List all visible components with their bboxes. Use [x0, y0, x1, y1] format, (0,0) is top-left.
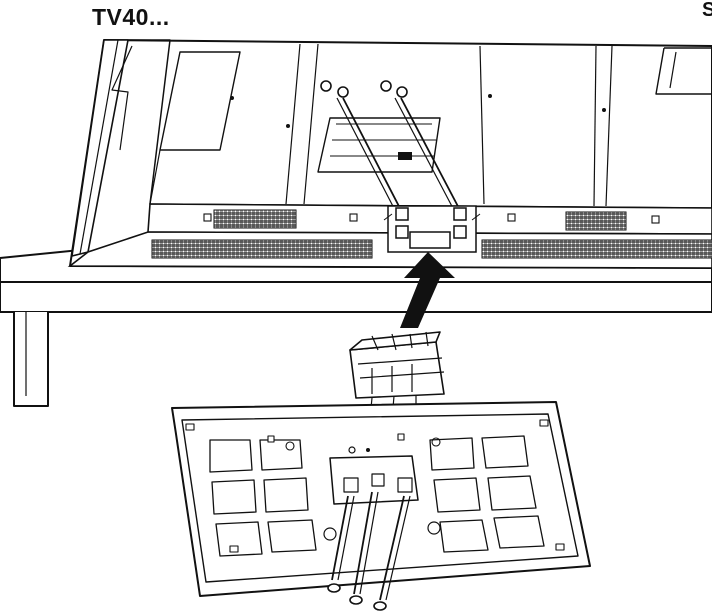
vent: [213, 209, 297, 229]
insert-direction-arrow: [400, 252, 455, 328]
stand-neck: [349, 331, 445, 421]
base-screws: [327, 491, 411, 611]
table-leg: [13, 312, 49, 407]
model-label: TV40...: [92, 4, 170, 30]
up-arrow: [400, 252, 455, 328]
stand-base: [171, 401, 591, 597]
cropped-edge-letter: S: [702, 0, 712, 21]
vent: [565, 211, 627, 231]
tv-mount-bracket: [383, 205, 481, 253]
tv-mount-recess: [317, 117, 441, 173]
vent: [481, 239, 712, 259]
vent: [151, 239, 373, 259]
tv-screws: [320, 80, 463, 217]
